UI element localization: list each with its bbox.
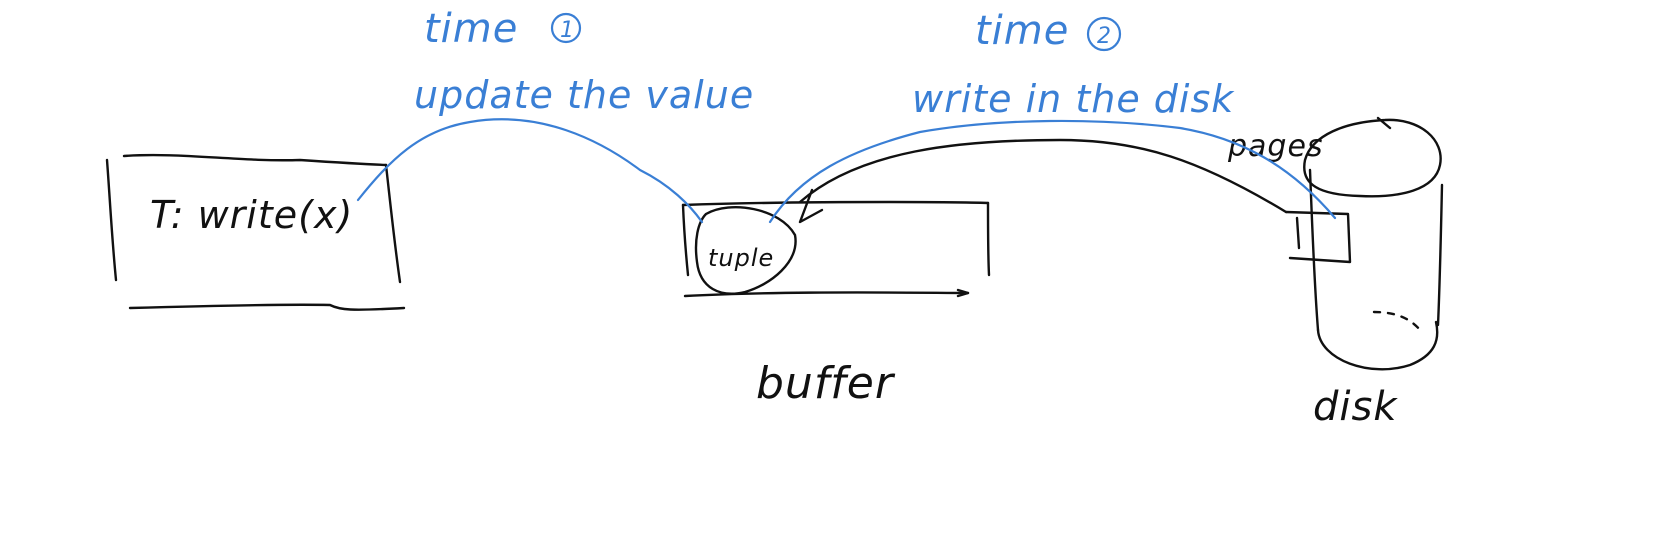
buffer-to-disk-arrowhead — [798, 188, 824, 224]
disk-cylinder: disk — [1303, 116, 1444, 430]
time2-annotation: time 2 write in the disk — [768, 8, 1337, 224]
disk-label: disk — [1313, 384, 1398, 430]
buffer-box: buffer — [681, 200, 991, 409]
buffer-label: buffer — [756, 358, 896, 409]
transaction-label: T: write(x) — [150, 193, 353, 237]
time1-annotation: time 1 update the value — [356, 6, 754, 224]
time2-caption: write in the disk — [912, 77, 1235, 121]
time2-label: time — [975, 8, 1069, 54]
tuple-element: tuple — [694, 206, 797, 295]
time1-label: time — [424, 6, 518, 52]
time1-caption: update the value — [414, 73, 754, 117]
time1-number: 1 — [560, 18, 575, 43]
tuple-label: tuple — [708, 244, 774, 272]
buffer-to-disk-arrow — [798, 138, 1288, 214]
time2-number: 2 — [1097, 24, 1112, 49]
transaction-box: T: write(x) — [105, 153, 406, 311]
